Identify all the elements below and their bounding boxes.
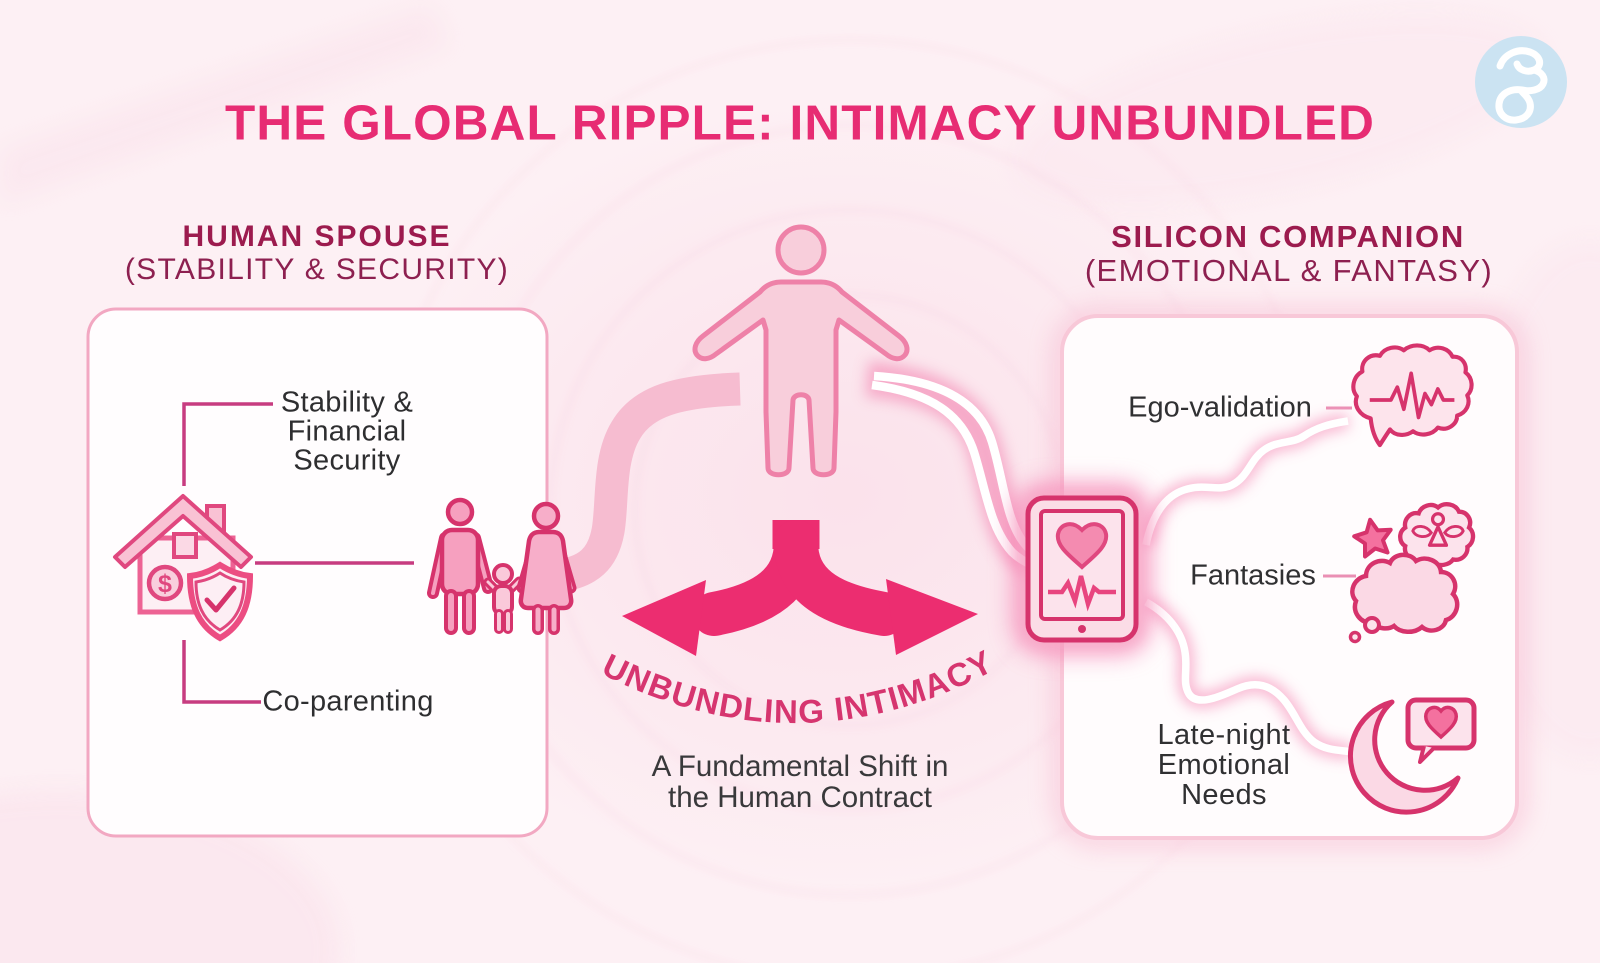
- svg-text:$: $: [158, 570, 172, 598]
